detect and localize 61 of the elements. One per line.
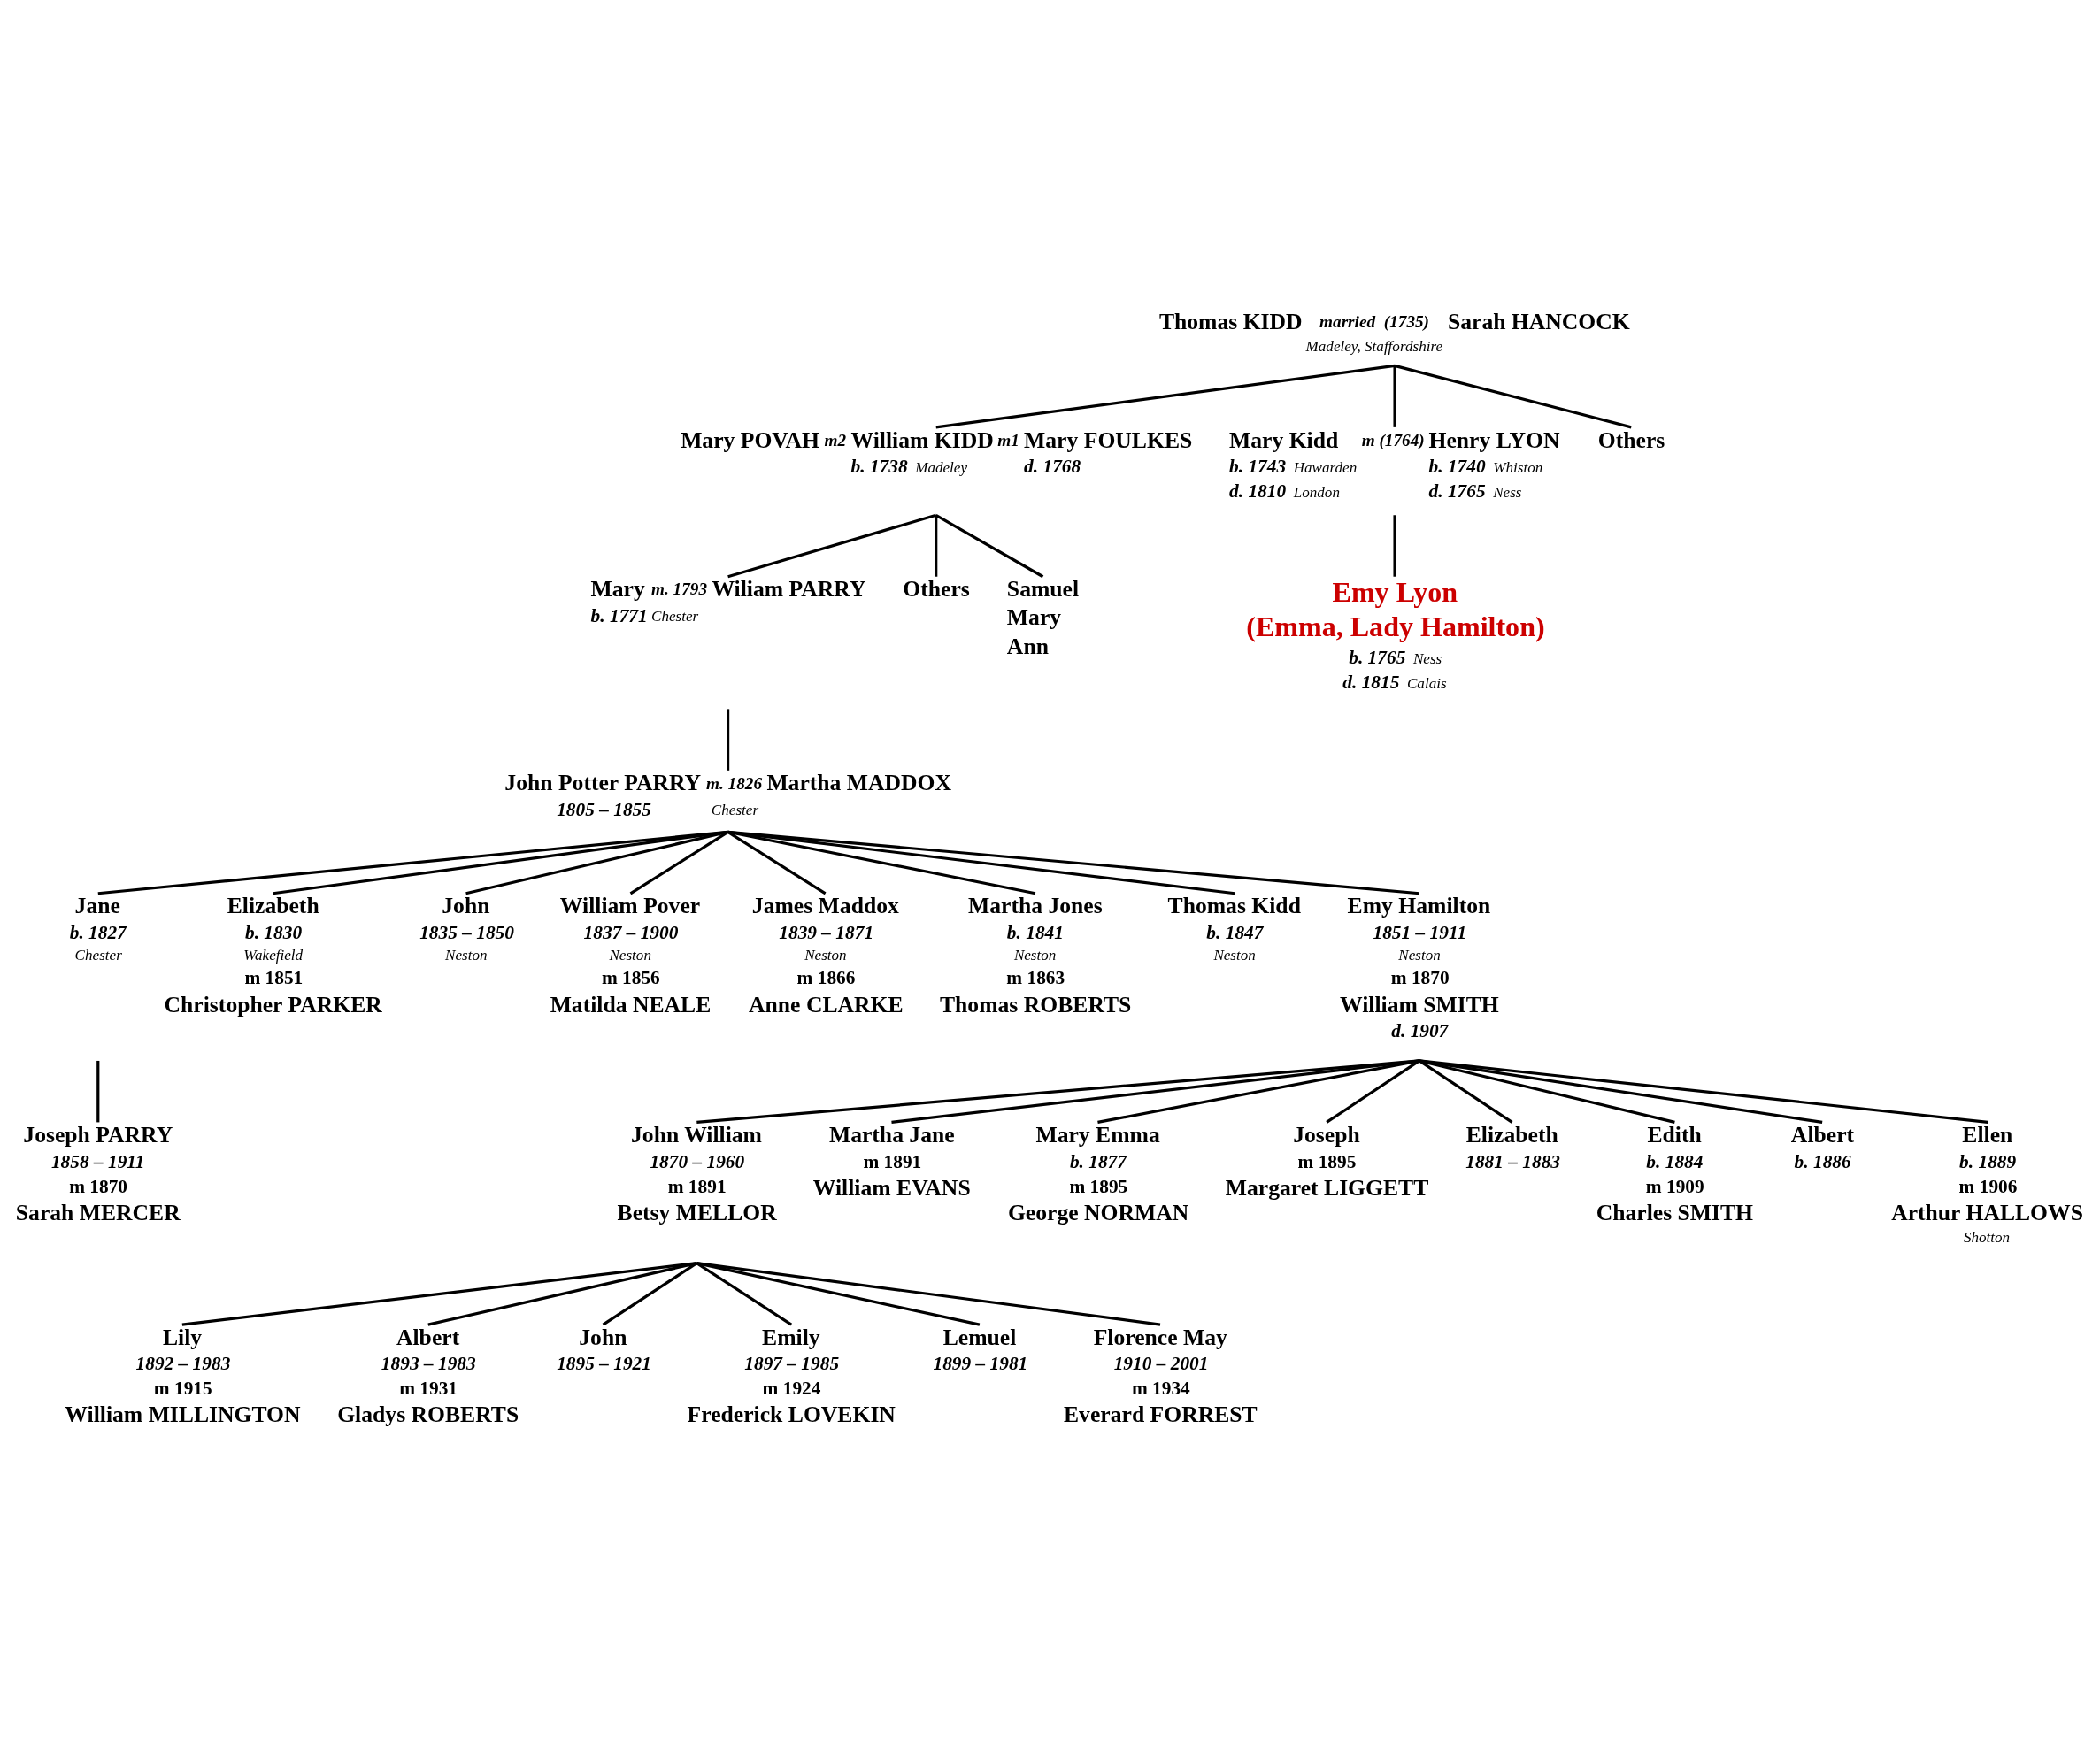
connector — [1419, 1058, 1675, 1124]
node-text: Thomas KIDD married (1735) Sarah HANCOCK Madeley, Staffordshire — [1158, 308, 1630, 355]
connector — [935, 513, 1044, 578]
connector — [602, 1261, 698, 1325]
connector — [273, 830, 728, 895]
node-text: Florence May 1910 – 2001 m 1934 Everard FORREST — [1064, 1324, 1258, 1427]
node-text: Emy Hamilton 1851 – 1911 Neston m 1870 William SMITH d. 1907 — [1340, 892, 1499, 1041]
node-text: Mary m. 1793 Wiliam PARRY b. 1771 Chester — [590, 575, 866, 626]
node-text: Albert b. 1886 — [1790, 1121, 1855, 1172]
node-text: Thomas Kidd b. 1847 Neston — [1167, 892, 1301, 964]
connector — [1419, 1058, 1988, 1124]
node-text: Emy Lyon (Emma, Lady Hamilton) b. 1765 Ness d. 1815 Calais — [1246, 575, 1545, 693]
connector — [727, 830, 1235, 895]
node-text: Martha Jones b. 1841 Neston m 1863 Thomas ROBERTS — [939, 892, 1132, 1018]
connector — [891, 1058, 1420, 1124]
connector — [1393, 365, 1396, 427]
connector — [1394, 364, 1632, 428]
node-text: John 1835 – 1850 Neston — [419, 892, 514, 964]
connector — [727, 830, 1036, 895]
connector — [935, 514, 938, 577]
node-text: Mary Emma b. 1877 m 1895 George NORMAN — [1007, 1121, 1189, 1225]
node-text: Albert 1893 – 1983 m 1931 Gladys ROBERTS — [337, 1324, 519, 1427]
node-text: Jane b. 1827 Chester — [69, 892, 127, 964]
node-text: Mary Kidd m (1764) Henry LYON b. 1743 Hawarden b. 1740 Whiston d. 1810 London d. 1765 Ness — [1229, 426, 1560, 502]
node-text: Joseph m 1895 Margaret LIGGETT — [1225, 1121, 1429, 1201]
connector — [181, 1261, 697, 1326]
node-text: Samuel Mary Ann — [1006, 575, 1080, 659]
node-text: Emily 1897 – 1985 m 1924 Frederick LOVEKIN — [687, 1324, 896, 1427]
node-text: Lily 1892 – 1983 m 1915 William MILLINGTON — [65, 1324, 301, 1427]
node-text: James Maddox 1839 – 1871 Neston m 1866 Anne CLARKE — [749, 892, 904, 1018]
connector — [727, 708, 730, 771]
node-text: Edith b. 1884 m 1909 Charles SMITH — [1596, 1121, 1754, 1225]
node-text: Ellen b. 1889 m 1906 Arthur HALLOWS Shotton — [1891, 1121, 2083, 1246]
connector — [935, 364, 1396, 428]
connector — [1393, 514, 1396, 577]
node-text: John Potter PARRY m. 1826 Martha MADDOX 1805 – 1855 Chester — [504, 769, 952, 820]
node-text: Martha Jane m 1891 William EVANS — [812, 1121, 971, 1201]
node-text: Joseph PARRY 1858 – 1911 m 1870 Sarah MERCER — [15, 1121, 181, 1225]
connector — [727, 513, 937, 578]
node-text: John 1895 – 1921 — [557, 1324, 651, 1374]
connector — [696, 1261, 1161, 1326]
node-text: William Pover 1837 – 1900 Neston m 1856 Matilda NEALE — [550, 892, 712, 1018]
node-text: Elizabeth 1881 – 1883 — [1465, 1121, 1561, 1172]
connector — [1097, 1058, 1420, 1124]
connector — [465, 830, 728, 895]
connector — [1419, 1058, 1823, 1124]
connector — [727, 830, 1419, 895]
connector — [96, 1060, 100, 1122]
connector — [1418, 1059, 1513, 1124]
connector — [696, 1058, 1419, 1124]
node-text: Elizabeth b. 1830 Wakefield m 1851 Christopher PARKER — [164, 892, 382, 1018]
node-text: Others — [1597, 426, 1665, 453]
node-text: Others — [903, 575, 970, 602]
node-text: Lemuel 1899 – 1981 — [933, 1324, 1028, 1374]
connector — [1326, 1059, 1420, 1124]
connector — [629, 830, 729, 895]
connector — [97, 830, 728, 895]
connector — [727, 830, 827, 895]
connector — [427, 1261, 697, 1326]
node-text: John William 1870 – 1960 m 1891 Betsy MELLOR — [617, 1121, 777, 1225]
node-text: Mary POVAH m2 William KIDD m1 Mary FOULKES b. 1738 Madeley d. 1768 — [681, 426, 1193, 477]
